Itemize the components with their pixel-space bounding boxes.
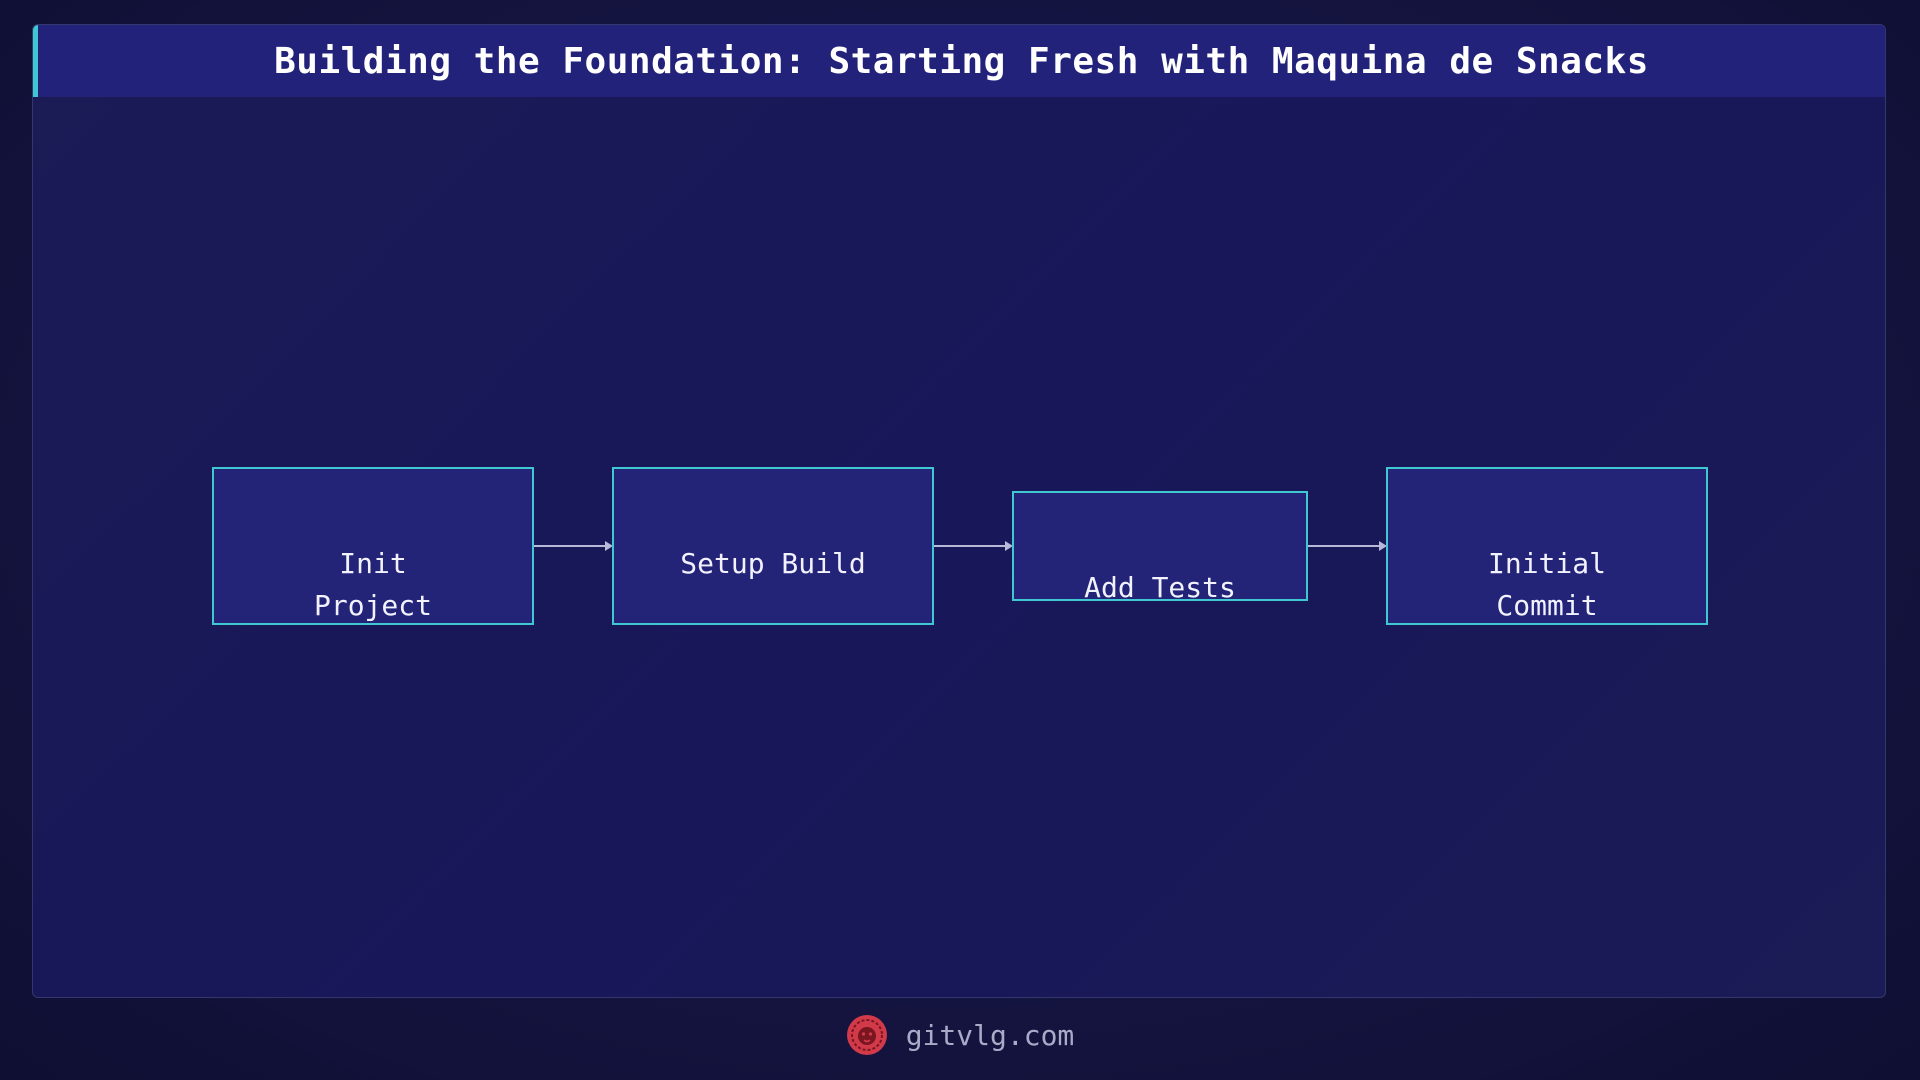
title-bar: Building the Foundation: Starting Fresh … (33, 25, 1885, 97)
node-label: Setup Build (680, 547, 866, 580)
node-label: Add Tests (1084, 571, 1236, 604)
footer-site-link[interactable]: gitvlg.com (905, 1018, 1075, 1052)
arrow-setup-to-tests (934, 541, 1013, 551)
node-init-project: Init Project (212, 467, 534, 625)
arrow-tests-to-commit (1308, 541, 1387, 551)
node-initial-commit: Initial Commit (1386, 467, 1708, 625)
lion-logo-icon (846, 1015, 887, 1055)
page-title: Building the Foundation: Starting Fresh … (274, 40, 1649, 82)
footer: gitvlg.com (0, 1010, 1920, 1060)
arrow-init-to-setup (534, 541, 613, 551)
node-add-tests: Add Tests (1012, 491, 1308, 604)
node-label: Initial Commit (1487, 547, 1606, 622)
node-label: Init Project (313, 547, 432, 622)
node-setup-build: Setup Build (612, 467, 934, 625)
